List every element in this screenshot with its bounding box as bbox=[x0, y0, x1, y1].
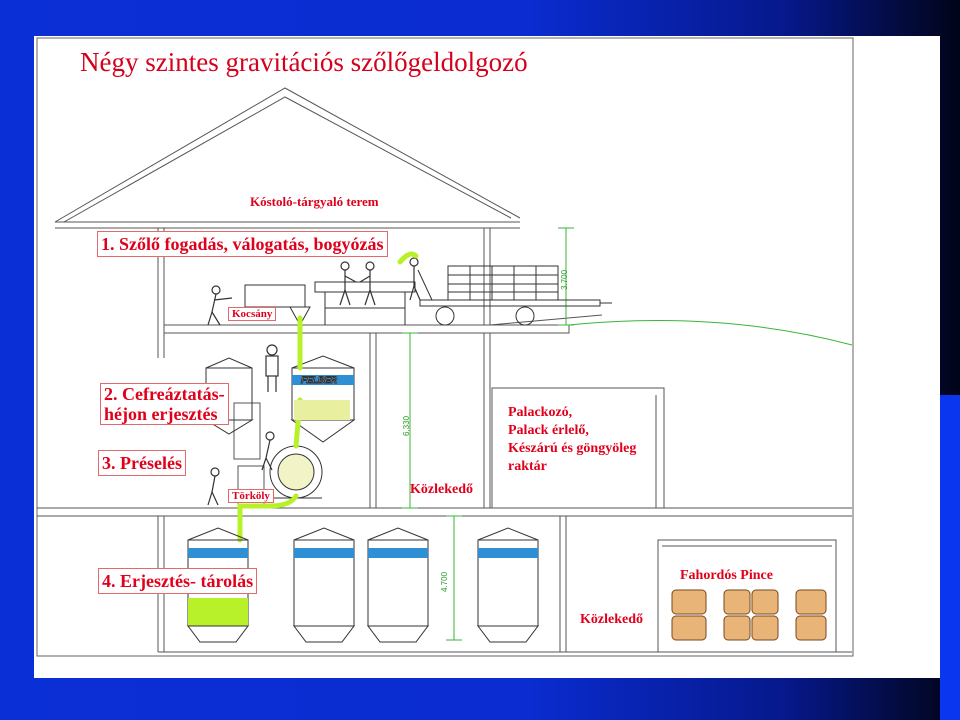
fermentation-tanks bbox=[187, 527, 539, 643]
fermentation-tank-3 bbox=[367, 527, 429, 643]
label-level-2: 2. Cefreáztatás- héjon erjesztés bbox=[100, 383, 229, 425]
tank-logo-text: FELBER bbox=[301, 375, 338, 385]
workers bbox=[207, 257, 421, 506]
dimension-middle: 6.330 bbox=[402, 415, 411, 436]
tank-must-fill bbox=[294, 400, 350, 420]
label-bottling-line-3: Készárú és göngyöleg bbox=[508, 441, 637, 456]
fermentation-tank-4 bbox=[477, 527, 539, 643]
label-level-2-line-1: 2. Cefreáztatás- bbox=[104, 384, 225, 404]
label-pomace: Törköly bbox=[228, 489, 274, 503]
label-level-3: 3. Préselés bbox=[98, 450, 186, 476]
slide-title: Négy szintes gravitációs szőlőgeldolgozó bbox=[80, 47, 528, 77]
fermentation-tank-1 bbox=[187, 527, 249, 643]
label-bottling-line-2: Palack érlelő, bbox=[508, 423, 589, 438]
grape-trailer bbox=[417, 265, 612, 326]
tank-wine-fill bbox=[188, 598, 248, 626]
wine-press bbox=[269, 445, 323, 499]
fermentation-tank-2 bbox=[293, 527, 355, 643]
ground-slab bbox=[37, 507, 852, 517]
blue-accent-bar bbox=[940, 395, 960, 720]
label-bottling: Palackozó, Palack érlelő, Készárú és gön… bbox=[508, 404, 636, 476]
label-tasting-room: Kóstoló-tárgyaló terem bbox=[250, 194, 379, 209]
label-level-1: 1. Szőlő fogadás, válogatás, bogyózás bbox=[97, 231, 388, 257]
barrel-stacks bbox=[671, 589, 827, 641]
reception-equipment bbox=[244, 281, 416, 327]
roof bbox=[54, 87, 521, 229]
label-level-2-line-2: héjon erjesztés bbox=[104, 404, 218, 424]
diagram-frame bbox=[36, 37, 854, 657]
dimension-lower: 4.700 bbox=[440, 571, 449, 592]
label-corridor-lower: Közlekedő bbox=[580, 612, 643, 627]
label-bottling-line-4: raktár bbox=[508, 459, 547, 474]
tank-label-band bbox=[292, 375, 354, 385]
dimension-lines bbox=[402, 227, 574, 641]
label-barrel-cellar: Fahordós Pince bbox=[680, 568, 773, 583]
label-bottling-line-1: Palackozó, bbox=[508, 405, 573, 420]
label-level-4: 4. Erjesztés- tárolás bbox=[98, 568, 258, 594]
label-corridor-upper: Közlekedő bbox=[410, 482, 473, 497]
terrain-line bbox=[568, 320, 853, 346]
dimension-upper: 3.700 bbox=[560, 269, 569, 290]
label-stems: Kocsány bbox=[228, 307, 277, 321]
